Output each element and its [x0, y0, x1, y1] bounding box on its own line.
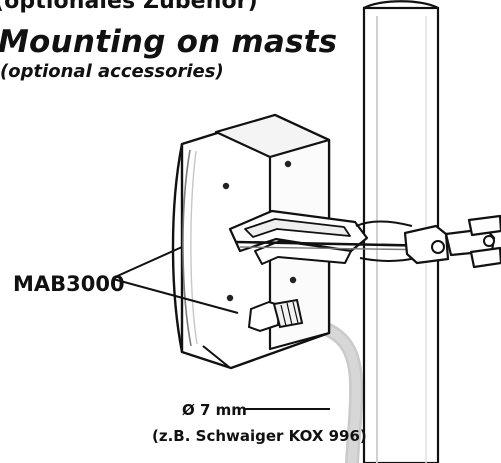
callout-line-bottom	[112, 278, 239, 314]
cable-example-label: (z.B. Schwaiger KOX 996)	[152, 427, 367, 445]
product-label: MAB3000	[13, 272, 125, 296]
title-german: (optionales Zubehör)	[0, 0, 258, 14]
antenna-connector	[247, 298, 304, 333]
title-english: Mounting on masts	[0, 24, 338, 60]
callout-line-top	[112, 246, 183, 279]
subtitle-english: (optional accessories)	[0, 61, 224, 82]
mast-clamp-bracket	[228, 209, 501, 269]
cable-diameter-label: Ø 7 mm	[182, 401, 247, 419]
